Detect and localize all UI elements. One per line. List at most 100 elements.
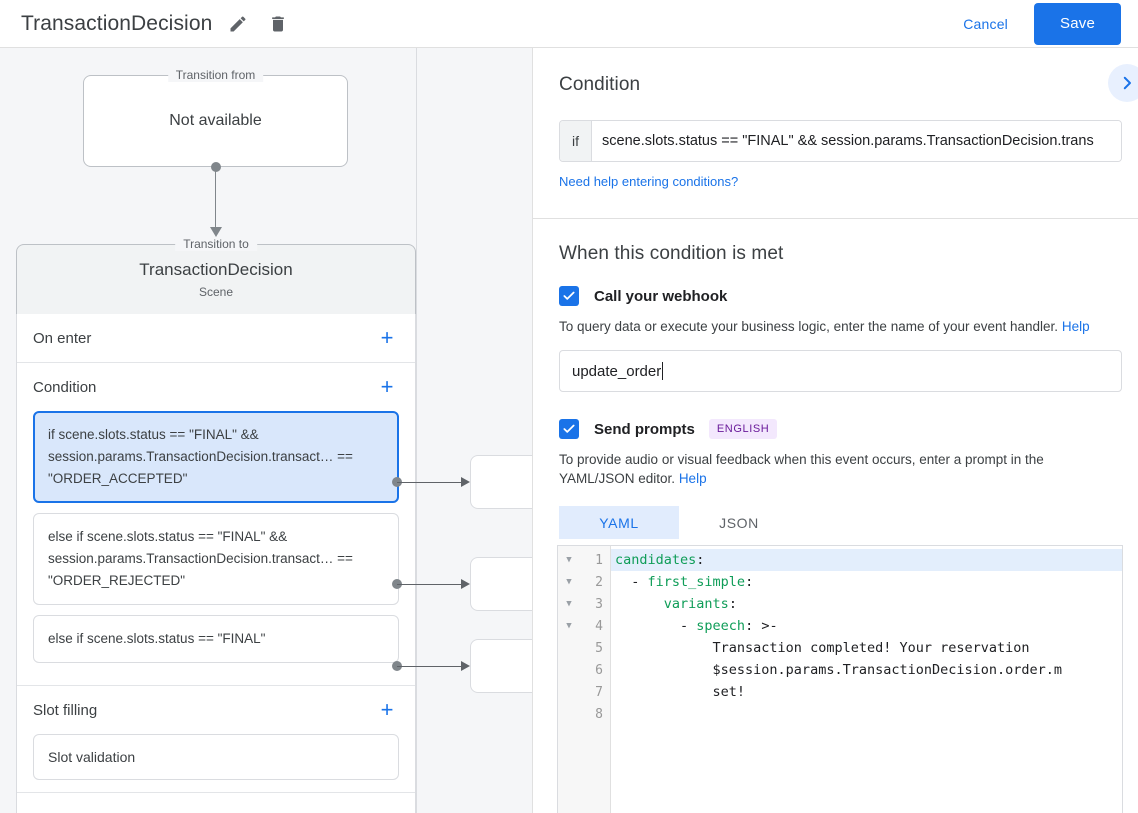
prompts-helper-body: To provide audio or visual feedback when…: [559, 452, 1044, 486]
tab-json[interactable]: JSON: [719, 514, 759, 531]
gutter-row: ▼8: [558, 703, 610, 725]
prompts-help-link[interactable]: Help: [678, 471, 707, 486]
condition-item-2[interactable]: else if scene.slots.status == "FINAL": [33, 615, 399, 663]
line-number: 8: [595, 706, 603, 722]
add-on-enter-button[interactable]: +: [380, 325, 394, 350]
edge-target-box-1[interactable]: [470, 557, 532, 611]
call-webhook-checkbox[interactable]: [559, 286, 579, 306]
edge-arrow-condition-1: [461, 579, 470, 589]
webhook-help-link[interactable]: Help: [1061, 319, 1090, 334]
section-condition-head: Condition +: [33, 363, 399, 411]
condition-list: if scene.slots.status == "FINAL" && sess…: [33, 411, 399, 685]
code-line[interactable]: Transaction completed! Your reservation: [611, 637, 1122, 659]
gutter-row: ▼6: [558, 659, 610, 681]
condition-input-group[interactable]: if scene.slots.status == "FINAL" && sess…: [559, 120, 1122, 162]
section-slot-filling-head: Slot filling +: [33, 686, 399, 734]
yaml-text: Transaction completed! Your reservation: [615, 640, 1030, 656]
connector-line: [215, 167, 216, 231]
gutter-row: ▼2: [558, 571, 610, 593]
condition-item-0[interactable]: if scene.slots.status == "FINAL" && sess…: [33, 411, 399, 503]
tab-yaml[interactable]: YAML: [559, 506, 679, 539]
chevron-right-icon[interactable]: [1108, 64, 1138, 102]
save-button[interactable]: Save: [1034, 2, 1121, 45]
section-on-enter-title: On enter: [33, 329, 92, 347]
gutter-row: ▼1: [558, 549, 610, 571]
code-line[interactable]: set!: [611, 681, 1122, 703]
section-on-enter: On enter +: [17, 314, 415, 363]
editor-code-area[interactable]: candidates: - first_simple: variants: - …: [611, 546, 1122, 813]
yaml-text: -: [615, 618, 697, 634]
transition-from-legend: Transition from: [167, 68, 264, 82]
edge-target-box-0[interactable]: [470, 455, 532, 509]
trash-icon[interactable]: [264, 10, 292, 38]
code-line[interactable]: variants:: [611, 593, 1122, 615]
line-number: 2: [595, 574, 603, 590]
fold-triangle-icon[interactable]: ▼: [566, 599, 572, 609]
canvas-vertical-divider: [416, 48, 417, 813]
gutter-row: ▼4: [558, 615, 610, 637]
scene-detail-panel: On enter + Condition + if scene.slots.st…: [16, 314, 416, 813]
condition-header-row: Condition: [533, 48, 1138, 102]
call-webhook-label: Call your webhook: [594, 287, 728, 305]
yaml-text: set!: [615, 684, 746, 700]
webhook-helper-body: To query data or execute your business l…: [559, 319, 1059, 334]
cancel-button[interactable]: Cancel: [951, 8, 1020, 40]
transition-to-card: Transition to TransactionDecision Scene: [16, 237, 416, 314]
edge-arrow-condition-0: [461, 477, 470, 487]
yaml-key: speech: [696, 618, 746, 634]
yaml-editor[interactable]: ▼1▼2▼3▼4▼5▼6▼7▼8 candidates: - first_sim…: [557, 545, 1123, 813]
code-line[interactable]: - first_simple:: [611, 571, 1122, 593]
send-prompts-label: Send prompts: [594, 420, 695, 438]
connector-arrow-icon: [210, 227, 222, 237]
gutter-row: ▼3: [558, 593, 610, 615]
yaml-text: $session.params.TransactionDecision.orde…: [615, 662, 1063, 678]
edge-line-condition-1: [397, 584, 468, 585]
panel-divider: [533, 218, 1138, 219]
transition-to-legend: Transition to: [175, 237, 257, 251]
condition-if-prefix: if: [560, 121, 592, 161]
line-number: 4: [595, 618, 603, 634]
code-line[interactable]: [611, 703, 1122, 725]
fold-triangle-icon[interactable]: ▼: [566, 555, 572, 565]
editor-format-tabs: YAML JSON: [559, 506, 1138, 539]
call-webhook-row: Call your webhook: [559, 286, 1138, 306]
condition-help-link[interactable]: Need help entering conditions?: [559, 174, 739, 189]
when-condition-met-title: When this condition is met: [559, 243, 784, 264]
code-line[interactable]: - speech: >-: [611, 615, 1122, 637]
yaml-text: :: [696, 552, 705, 568]
top-app-bar: TransactionDecision Cancel Save: [0, 0, 1138, 48]
flow-canvas: Transition from Not available Transition…: [0, 48, 532, 813]
transition-from-card: Transition from Not available: [83, 68, 348, 167]
transition-to-title: TransactionDecision: [139, 260, 293, 279]
condition-input[interactable]: scene.slots.status == "FINAL" && session…: [592, 121, 1121, 161]
fold-triangle-icon[interactable]: ▼: [566, 621, 572, 631]
code-line[interactable]: candidates:: [611, 549, 1122, 571]
pencil-icon[interactable]: [224, 10, 252, 38]
yaml-text: :: [745, 574, 754, 590]
webhook-handler-value: update_order: [572, 362, 662, 380]
add-condition-button[interactable]: +: [380, 374, 394, 399]
condition-panel-title: Condition: [559, 74, 641, 95]
code-line[interactable]: $session.params.TransactionDecision.orde…: [611, 659, 1122, 681]
section-condition: Condition + if scene.slots.status == "FI…: [17, 363, 415, 686]
condition-item-1[interactable]: else if scene.slots.status == "FINAL" &&…: [33, 513, 399, 605]
yaml-text: :: [728, 596, 737, 612]
yaml-key: variants: [663, 596, 729, 612]
language-badge: ENGLISH: [708, 419, 778, 439]
connector-dot: [211, 162, 221, 172]
slot-validation-item[interactable]: Slot validation: [33, 734, 399, 780]
line-number: 7: [595, 684, 603, 700]
slot-filling-list: Slot validation: [33, 734, 399, 792]
fold-triangle-icon[interactable]: ▼: [566, 577, 572, 587]
line-number: 3: [595, 596, 603, 612]
edge-target-box-2[interactable]: [470, 639, 532, 693]
send-prompts-checkbox[interactable]: [559, 419, 579, 439]
editor-gutter: ▼1▼2▼3▼4▼5▼6▼7▼8: [558, 546, 611, 813]
transition-from-value: Not available: [169, 112, 262, 129]
condition-detail-panel: Condition if scene.slots.status == "FINA…: [532, 48, 1138, 813]
transition-to-subtitle: Scene: [198, 285, 234, 299]
add-slot-filling-button[interactable]: +: [380, 697, 394, 722]
edge-arrow-condition-2: [461, 661, 470, 671]
section-on-enter-head: On enter +: [33, 314, 399, 362]
webhook-handler-input[interactable]: update_order: [559, 350, 1122, 392]
